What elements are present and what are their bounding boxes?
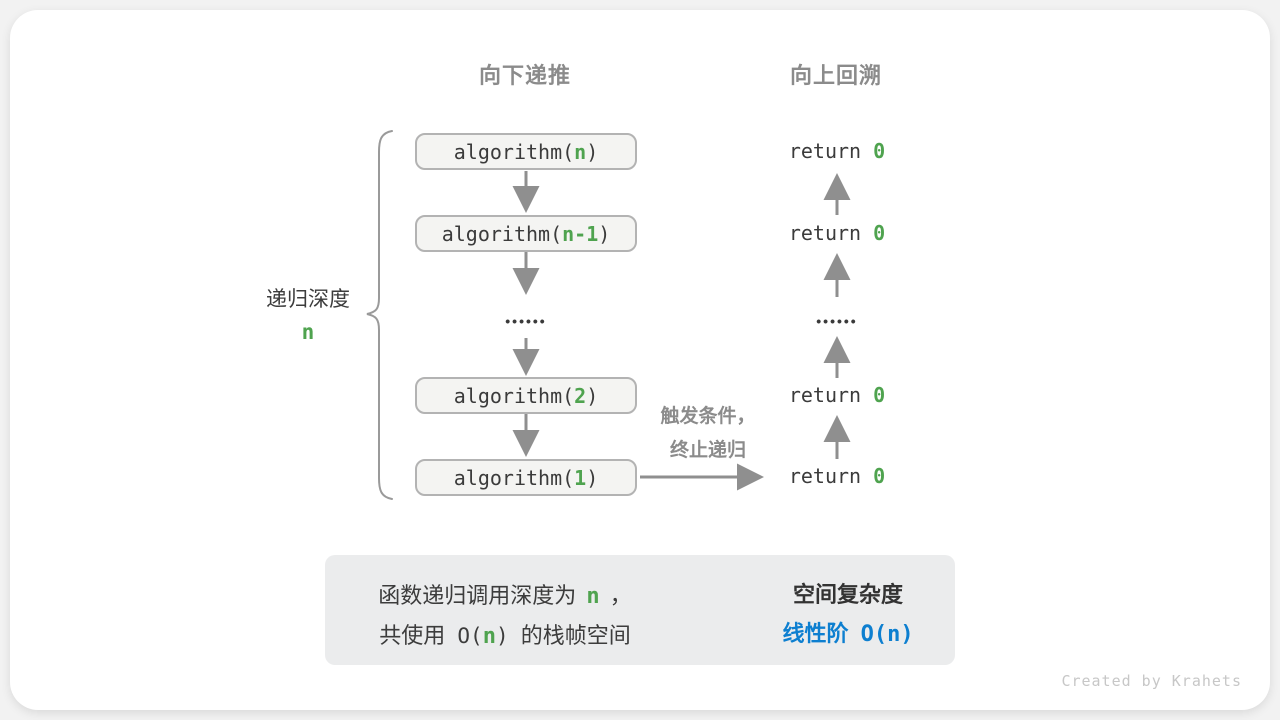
diagram-card: 向下递推 向上回溯 algorithm(n) algorithm(n-1) ••… (10, 10, 1270, 710)
return-row-1: return 0 (788, 139, 886, 163)
summary-line-1: 函数递归调用深度为 n ， (378, 583, 632, 609)
depth-brace (366, 130, 393, 500)
call-box-algorithm-1: algorithm(1) (415, 459, 637, 496)
return-value: 0 (873, 383, 886, 407)
arg-1: 1 (574, 465, 587, 490)
arg-n: n (574, 139, 587, 164)
summary-line-2: 共使用 O(n) 的栈帧空间 (379, 623, 631, 649)
trigger-note: 触发条件， 终止递归 (638, 400, 778, 468)
trigger-line-2: 终止递归 (669, 440, 746, 461)
summary-text: 函数递归调用深度为 n ， 共使用 O(n) 的栈帧空间 (340, 576, 670, 656)
call-box-algorithm-2: algorithm(2) (415, 377, 637, 414)
return-row-2: return 0 (788, 221, 886, 245)
return-value: 0 (873, 464, 886, 488)
result-value: 线性阶 O(n) (782, 621, 914, 647)
result-title: 空间复杂度 (792, 582, 903, 607)
call-box-algorithm-n-1: algorithm(n-1) (415, 215, 637, 252)
depth-value: n (301, 320, 315, 344)
return-row-3: return 0 (788, 383, 886, 407)
stack-ellipsis: •••••• (505, 313, 547, 329)
return-value: 0 (873, 221, 886, 245)
credit-watermark: Created by Krahets (1061, 672, 1242, 690)
arg-n-1: n-1 (562, 221, 599, 246)
return-value: 0 (873, 139, 886, 163)
arg-2: 2 (574, 383, 587, 408)
depth-label: 递归深度 (266, 288, 350, 311)
return-row-4: return 0 (788, 464, 886, 488)
column-title-backtrack-up: 向上回溯 (789, 63, 882, 88)
column-title-recurse-down: 向下递推 (478, 63, 571, 88)
call-box-algorithm-n: algorithm(n) (415, 133, 637, 170)
result-complexity-code: O(n) (860, 622, 914, 647)
summary-var-n: n (586, 584, 600, 609)
summary-panel (325, 555, 955, 665)
return-ellipsis: •••••• (816, 313, 858, 329)
trigger-line-1: 触发条件， (660, 406, 756, 427)
